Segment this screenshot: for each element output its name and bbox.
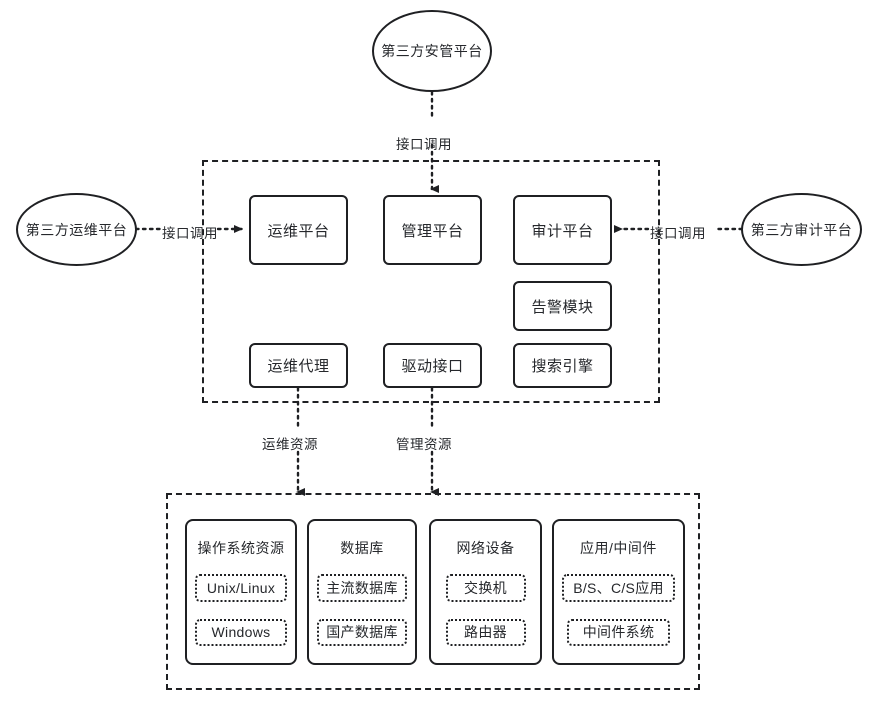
- node-alarm-module-label: 告警模块: [531, 298, 594, 316]
- node-ops-platform[interactable]: 运维平台: [249, 195, 348, 265]
- platform-zone-boundary: [202, 160, 660, 403]
- resource-group-database-title: 数据库: [340, 540, 384, 556]
- node-ops-agent-label: 运维代理: [267, 358, 330, 375]
- edge-label-right-api: 接口调用: [650, 226, 706, 241]
- edge-label-mgmt-resource: 管理资源: [396, 437, 452, 452]
- node-search-engine-label: 搜索引擎: [531, 358, 594, 375]
- resource-group-app-middleware[interactable]: 应用/中间件 B/S、C/S应用 中间件系统: [552, 519, 685, 665]
- node-driver-interface-label: 驱动接口: [401, 358, 464, 375]
- external-node-security-platform-label: 第三方安管平台: [381, 43, 483, 59]
- resource-item-mainstream-db[interactable]: 主流数据库: [317, 574, 407, 602]
- edge-label-top-api: 接口调用: [396, 137, 452, 152]
- resource-group-app-middleware-title: 应用/中间件: [580, 540, 657, 556]
- external-node-security-platform[interactable]: 第三方安管平台: [372, 10, 492, 92]
- node-driver-interface[interactable]: 驱动接口: [383, 343, 482, 388]
- resource-item-middleware-system[interactable]: 中间件系统: [567, 618, 670, 646]
- external-node-audit-platform-label: 第三方审计平台: [750, 221, 853, 238]
- node-search-engine[interactable]: 搜索引擎: [513, 343, 612, 388]
- external-node-ops-platform[interactable]: 第三方运维平台: [16, 193, 137, 266]
- node-alarm-module[interactable]: 告警模块: [513, 281, 612, 331]
- edge-label-ops-resource: 运维资源: [262, 437, 318, 452]
- resource-item-unix-linux[interactable]: Unix/Linux: [195, 574, 287, 602]
- resource-group-os-title: 操作系统资源: [197, 540, 285, 556]
- resource-item-windows[interactable]: Windows: [195, 618, 287, 646]
- resource-item-router[interactable]: 路由器: [445, 618, 526, 646]
- node-audit-platform[interactable]: 审计平台: [513, 195, 612, 265]
- external-node-audit-platform[interactable]: 第三方审计平台: [741, 193, 862, 266]
- resource-item-bs-cs-app[interactable]: B/S、C/S应用: [562, 574, 675, 602]
- node-mgmt-platform[interactable]: 管理平台: [383, 195, 482, 265]
- node-ops-platform-label: 运维平台: [267, 222, 330, 240]
- resource-group-database[interactable]: 数据库 主流数据库 国产数据库: [307, 519, 417, 665]
- external-node-ops-platform-label: 第三方运维平台: [25, 221, 128, 238]
- resource-zone-boundary: [166, 493, 700, 690]
- node-ops-agent[interactable]: 运维代理: [249, 343, 348, 388]
- resource-group-network-device[interactable]: 网络设备 交换机 路由器: [429, 519, 542, 665]
- resource-group-network-device-title: 网络设备: [456, 540, 515, 556]
- node-audit-platform-label: 审计平台: [531, 222, 594, 240]
- resource-item-domestic-db[interactable]: 国产数据库: [317, 618, 407, 646]
- edge-label-left-api: 接口调用: [162, 226, 218, 241]
- resource-group-os[interactable]: 操作系统资源 Unix/Linux Windows: [185, 519, 297, 665]
- resource-item-switch[interactable]: 交换机: [445, 574, 526, 602]
- node-mgmt-platform-label: 管理平台: [401, 222, 464, 240]
